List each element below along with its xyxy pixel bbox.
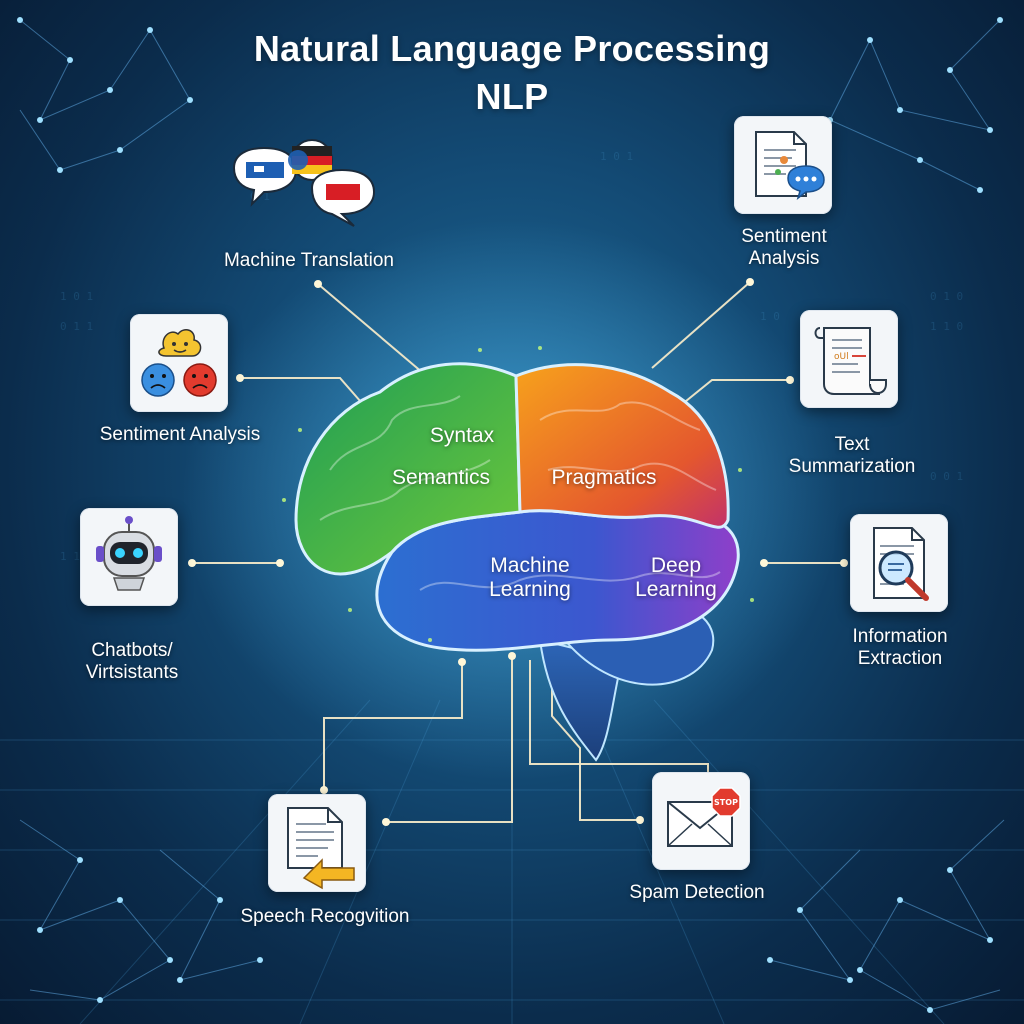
sentiment-analysis-right-label: Sentiment Analysis <box>741 226 827 269</box>
speech-recognition-label: Speech Recogvition <box>240 906 410 927</box>
svg-text:0 1 0: 0 1 0 <box>930 290 963 303</box>
svg-text:1 0 1: 1 0 1 <box>60 290 93 303</box>
svg-text:1 0 1: 1 0 1 <box>600 150 633 163</box>
stop-badge: STOP <box>714 798 738 807</box>
scroll-icon: oUl <box>800 310 898 408</box>
sentiment-analysis-left-label: Sentiment Analysis <box>99 424 261 445</box>
svg-text:1 0: 1 0 <box>760 310 780 323</box>
svg-text:0 1 1: 0 1 1 <box>60 320 93 333</box>
region-machine-learning-label: Machine Learning <box>489 554 571 601</box>
spam-detection-label: Spam Detection <box>629 882 765 903</box>
left-lobe <box>294 362 522 576</box>
right-lobe <box>514 363 730 529</box>
region-syntax-label: Syntax <box>429 424 495 447</box>
svg-text:oUl: oUl <box>834 352 849 362</box>
chatbots-label: Chatbots/ Virtsistants <box>85 640 179 683</box>
information-extraction-label: Information Extraction <box>852 626 948 669</box>
machine-translation-label: Machine Translation <box>223 250 395 271</box>
region-semantics-label: Semantics <box>391 466 491 489</box>
connector-dots <box>188 278 848 826</box>
connector-lines <box>192 281 844 823</box>
title-line2: NLP <box>475 76 549 117</box>
text-summarization-label: Text Summarization <box>788 434 916 477</box>
document-chat-icon <box>734 116 832 214</box>
emoji-faces-icon <box>130 314 228 412</box>
document-arrow-icon <box>268 794 366 892</box>
robot-icon <box>80 508 178 606</box>
magnifier-document-icon <box>850 514 948 612</box>
region-deep-learning-label: Deep Learning <box>635 554 717 601</box>
title-line1: Natural Language Processing <box>253 28 771 69</box>
region-pragmatics-label: Pragmatics <box>551 466 657 489</box>
svg-text:0 0 1: 0 0 1 <box>930 470 963 483</box>
envelope-stop-icon: STOP <box>652 772 750 870</box>
svg-text:1 1 0: 1 1 0 <box>930 320 963 333</box>
chat-flags-icon <box>228 138 378 228</box>
